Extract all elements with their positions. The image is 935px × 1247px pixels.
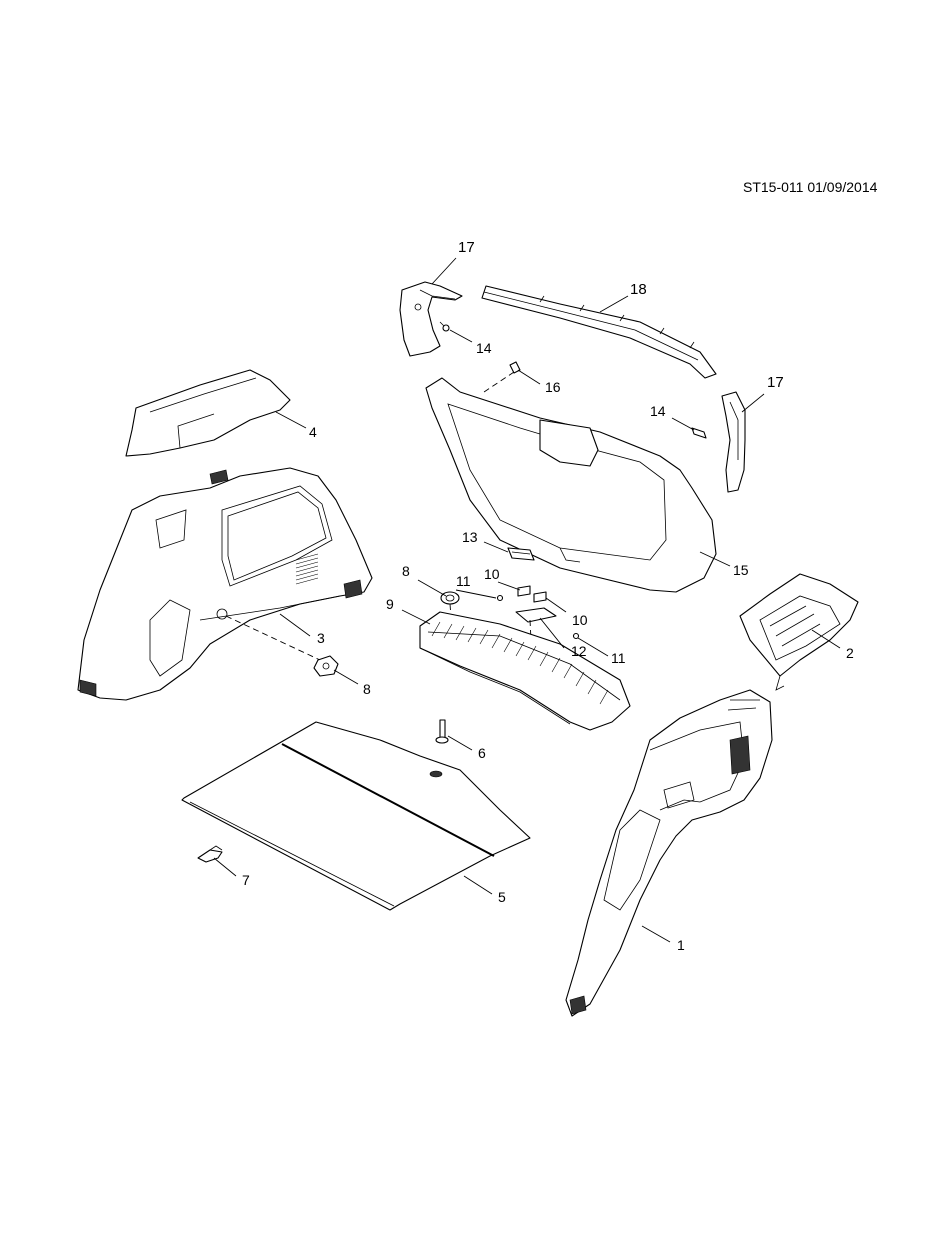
part-10-clips — [517, 585, 547, 603]
part-1-right-quarter-panel — [565, 689, 773, 1017]
callout-13: 13 — [462, 529, 478, 545]
callout-18: 18 — [630, 281, 647, 298]
callout-7: 7 — [242, 872, 250, 888]
callout-2: 2 — [846, 645, 854, 661]
callout-3: 3 — [317, 630, 325, 646]
part-17-left-trim — [399, 281, 463, 357]
callout-4: 4 — [309, 424, 317, 440]
callout-1: 1 — [677, 937, 685, 953]
part-15-liftgate-panel — [425, 377, 717, 593]
part-13-handle — [507, 547, 535, 561]
callout-14-right: 14 — [650, 403, 666, 419]
callout-5: 5 — [498, 889, 506, 905]
callout-8-sill: 8 — [402, 563, 410, 579]
part-4-upper-side-trim — [125, 369, 291, 457]
callout-11-right: 11 — [611, 650, 626, 666]
callout-15: 15 — [733, 562, 749, 578]
part-12-bracket — [515, 607, 557, 623]
speaker-grille — [295, 553, 319, 585]
drawing-reference: ST15-011 01/09/2014 — [743, 179, 878, 195]
callout-11-left: 11 — [456, 573, 471, 589]
dashline-8 — [225, 615, 321, 661]
callout-8-left: 8 — [363, 681, 371, 697]
callout-16: 16 — [545, 379, 561, 395]
part-7-hook — [197, 845, 223, 863]
callout-17-right: 17 — [767, 374, 784, 391]
part-3-left-quarter-panel — [77, 467, 373, 701]
part-9-sill-plate — [419, 611, 631, 731]
dashline-16 — [483, 371, 515, 393]
part-18-header-trim — [481, 285, 717, 379]
callout-10-top: 10 — [484, 566, 500, 582]
part-2-right-quarter-trim — [739, 573, 859, 691]
part-8-clip-left — [313, 655, 339, 677]
part-17-right-trim — [721, 391, 746, 493]
part-14-clip-right — [691, 427, 707, 439]
part-14-clip-left — [439, 321, 450, 332]
callout-6: 6 — [478, 745, 486, 761]
part-16-clip — [509, 361, 521, 374]
leader-lines — [213, 257, 841, 943]
callout-9: 9 — [386, 596, 394, 612]
part-11-fasteners — [496, 594, 580, 640]
part-6-bolt — [435, 719, 449, 744]
callout-17-left: 17 — [458, 239, 475, 256]
callout-12: 12 — [571, 643, 587, 659]
callout-14-left: 14 — [476, 340, 492, 356]
part-5-load-floor — [181, 721, 531, 911]
part-8-clip-sill — [440, 591, 460, 605]
callout-10-right: 10 — [572, 612, 588, 628]
